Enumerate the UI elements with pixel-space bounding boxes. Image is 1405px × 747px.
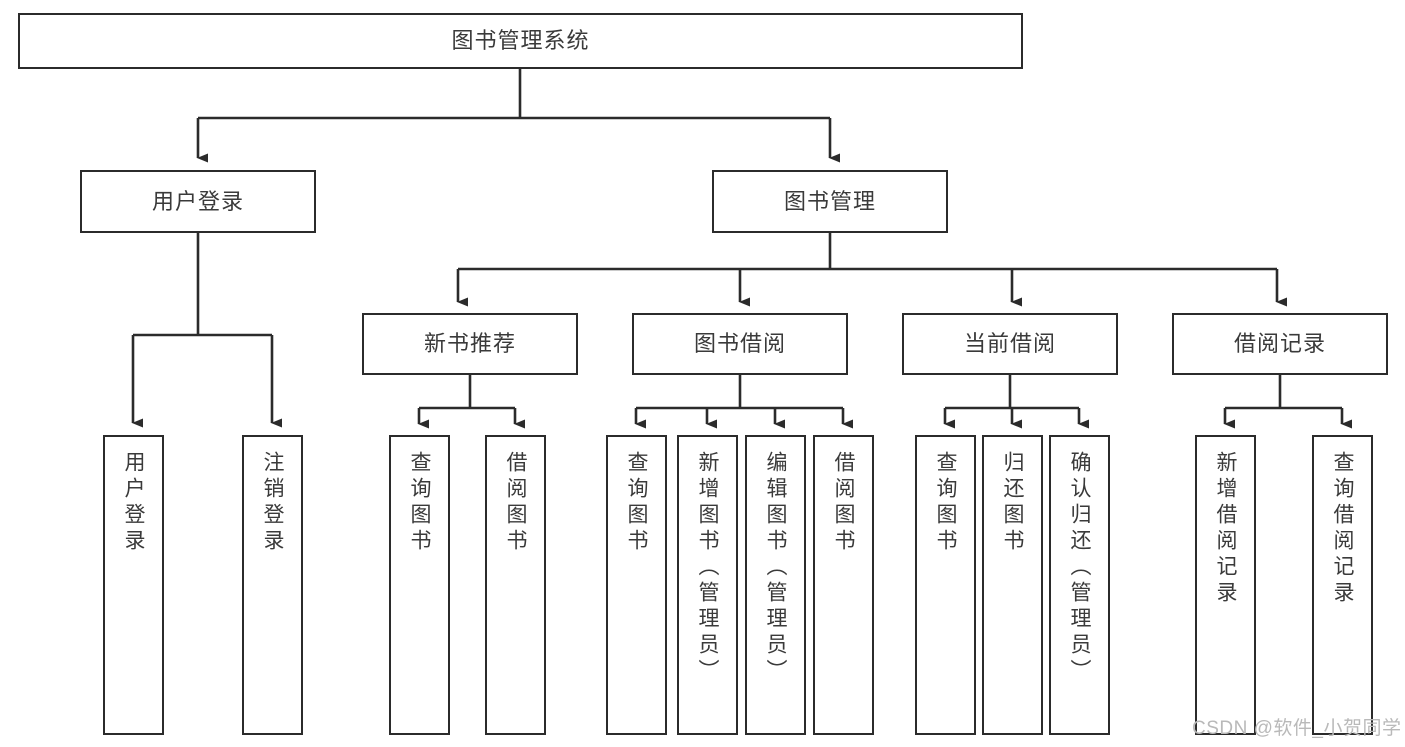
node-user-login-label: 用户登录 <box>151 188 244 214</box>
node-leaf-query-book-3-label: 查询图书 <box>934 451 957 555</box>
node-leaf-edit-book-admin[interactable]: 编辑图书（管理员） <box>745 435 806 735</box>
node-leaf-query-borrow-record-label: 查询借阅记录 <box>1331 451 1354 607</box>
node-leaf-add-book-admin[interactable]: 新增图书（管理员） <box>677 435 738 735</box>
node-book-borrow-label: 图书借阅 <box>693 331 786 357</box>
node-current-borrow[interactable]: 当前借阅 <box>902 313 1118 375</box>
node-leaf-query-book-1[interactable]: 查询图书 <box>389 435 450 735</box>
node-book-borrow[interactable]: 图书借阅 <box>632 313 848 375</box>
node-user-login[interactable]: 用户登录 <box>80 170 316 233</box>
node-book-management[interactable]: 图书管理 <box>712 170 948 233</box>
node-leaf-return-book-label: 归还图书 <box>1001 451 1024 555</box>
node-root-label: 图书管理系统 <box>451 28 590 54</box>
node-leaf-confirm-return-admin[interactable]: 确认归还（管理员） <box>1049 435 1110 735</box>
node-leaf-logout-login[interactable]: 注销登录 <box>242 435 303 735</box>
node-leaf-user-login-label: 用户登录 <box>122 451 145 555</box>
node-new-book-recommend[interactable]: 新书推荐 <box>362 313 578 375</box>
node-leaf-edit-book-admin-label: 编辑图书（管理员） <box>764 451 787 685</box>
node-leaf-return-book[interactable]: 归还图书 <box>982 435 1043 735</box>
node-leaf-query-book-1-label: 查询图书 <box>408 451 431 555</box>
node-leaf-confirm-return-admin-label: 确认归还（管理员） <box>1068 451 1091 685</box>
node-leaf-borrow-book-2-label: 借阅图书 <box>832 451 855 555</box>
node-borrow-record[interactable]: 借阅记录 <box>1172 313 1388 375</box>
watermark: CSDN @软件_小贺同学 <box>1192 718 1402 739</box>
node-leaf-query-book-2[interactable]: 查询图书 <box>606 435 667 735</box>
node-root[interactable]: 图书管理系统 <box>18 13 1023 69</box>
node-leaf-add-borrow-record[interactable]: 新增借阅记录 <box>1195 435 1256 735</box>
node-leaf-user-login[interactable]: 用户登录 <box>103 435 164 735</box>
node-leaf-borrow-book-1[interactable]: 借阅图书 <box>485 435 546 735</box>
node-leaf-add-borrow-record-label: 新增借阅记录 <box>1214 451 1237 607</box>
node-borrow-record-label: 借阅记录 <box>1233 331 1326 357</box>
node-new-book-recommend-label: 新书推荐 <box>423 331 516 357</box>
node-book-management-label: 图书管理 <box>783 188 876 214</box>
node-leaf-add-book-admin-label: 新增图书（管理员） <box>696 451 719 685</box>
node-leaf-query-borrow-record[interactable]: 查询借阅记录 <box>1312 435 1373 735</box>
node-leaf-borrow-book-1-label: 借阅图书 <box>504 451 527 555</box>
node-leaf-query-book-3[interactable]: 查询图书 <box>915 435 976 735</box>
node-leaf-borrow-book-2[interactable]: 借阅图书 <box>813 435 874 735</box>
node-leaf-logout-login-label: 注销登录 <box>261 451 284 555</box>
node-current-borrow-label: 当前借阅 <box>963 331 1056 357</box>
node-leaf-query-book-2-label: 查询图书 <box>625 451 648 555</box>
